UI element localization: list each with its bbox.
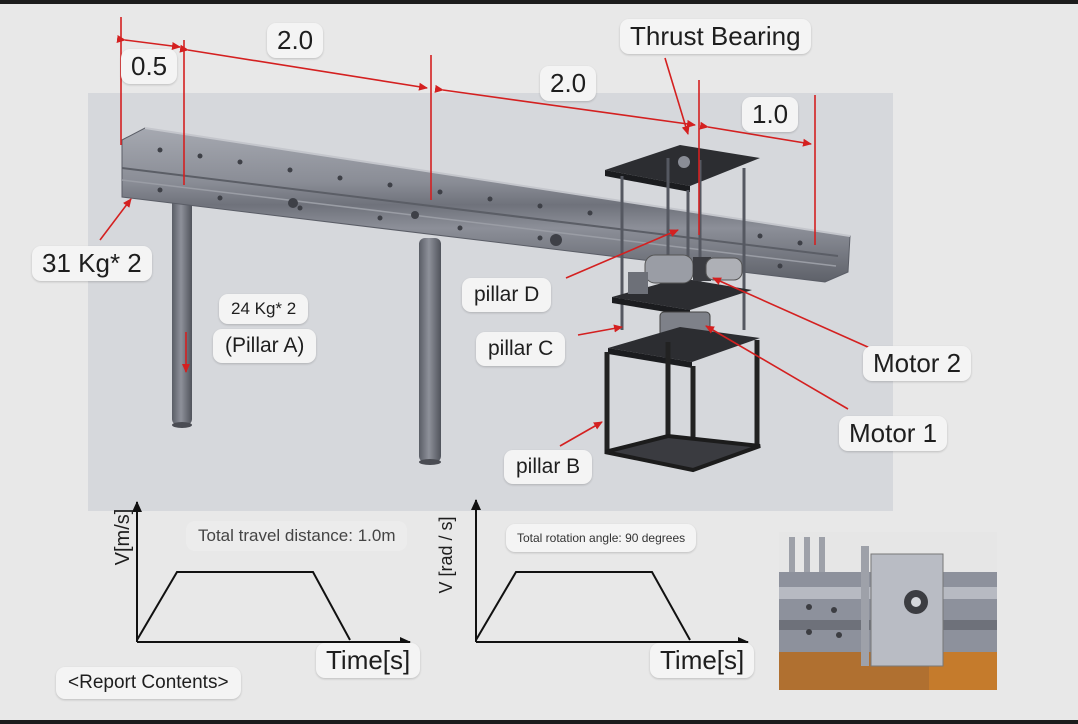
pillar-b-label: pillar B: [504, 450, 593, 484]
dimension-label-2-0-first: 2.0: [267, 23, 324, 58]
dimension-lines: [116, 17, 816, 245]
top-border: [0, 0, 1078, 4]
dimension-label-0-5: 0.5: [121, 49, 178, 84]
rotation-graph-xlabel: Time[s]: [650, 643, 755, 678]
detail-photo: [779, 532, 997, 690]
thrust-bearing-label: Thrust Bearing: [620, 19, 811, 54]
detail-photo-render: [779, 532, 997, 690]
rotation-graph-ylabel: V [rad / s]: [436, 516, 456, 594]
rotation-graph-note: Total rotation angle: 90 degrees: [506, 524, 697, 552]
callout-arrows: [99, 57, 871, 447]
dimension-label-1-0: 1.0: [742, 97, 799, 132]
linear-velocity-graph: [132, 501, 411, 647]
pillar-a-mass-label: 24 Kg* 2: [219, 294, 309, 324]
motor-2-label: Motor 2: [863, 346, 972, 381]
linear-graph-ylabel: V[m/s]: [112, 508, 134, 566]
linear-graph-note: Total travel distance: 1.0m: [186, 521, 408, 551]
pillar-a-left: [172, 195, 192, 428]
pillar-a-label: (Pillar A): [213, 329, 317, 363]
dimension-label-2-0-second: 2.0: [540, 66, 597, 101]
motor-1-label: Motor 1: [839, 416, 948, 451]
rail-mass-label: 31 Kg* 2: [32, 246, 152, 281]
pillar-a-right: [419, 238, 441, 465]
carriage-assembly: [604, 145, 761, 473]
pillar-d-label: pillar D: [462, 278, 552, 312]
linear-graph-xlabel: Time[s]: [316, 643, 421, 678]
bottom-border: [0, 720, 1078, 724]
report-contents-caption: <Report Contents>: [56, 667, 241, 699]
pillar-c-label: pillar C: [476, 332, 566, 366]
rotational-velocity-graph: [471, 499, 749, 647]
guide-rail: [121, 127, 851, 283]
